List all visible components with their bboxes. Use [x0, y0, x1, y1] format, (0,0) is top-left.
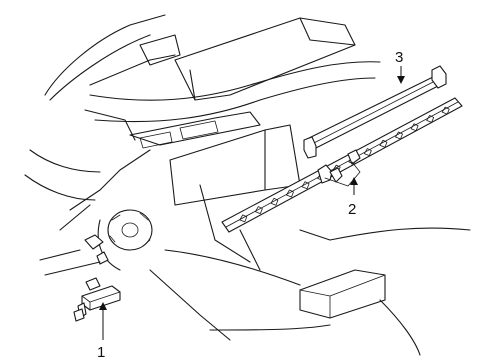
clip-tooth [270, 197, 279, 206]
clip-tooth [286, 189, 294, 198]
part-1-switch [73, 277, 121, 322]
dashboard-outline [24, 14, 471, 356]
callout-2: 2 [348, 177, 358, 218]
clip-tooth [441, 106, 450, 115]
callout-3: 3 [395, 49, 405, 84]
callout-label-3: 3 [395, 49, 403, 66]
clip-tooth [379, 139, 388, 148]
clip-tooth [395, 131, 403, 140]
callout-label-2: 2 [348, 201, 356, 218]
part-2-light-strip [221, 97, 463, 233]
console-lid [299, 269, 386, 319]
clip-tooth [301, 181, 310, 190]
callout-label-1: 1 [97, 344, 105, 360]
clip-tooth [239, 214, 248, 223]
clip-tooth [426, 115, 435, 123]
clip-tooth [363, 148, 372, 156]
clip-tooth [410, 123, 419, 132]
part-3-trim-strip [303, 65, 447, 159]
ignition-knob [107, 209, 153, 251]
callout-1: 1 [97, 302, 107, 360]
clip-tooth [254, 206, 263, 214]
